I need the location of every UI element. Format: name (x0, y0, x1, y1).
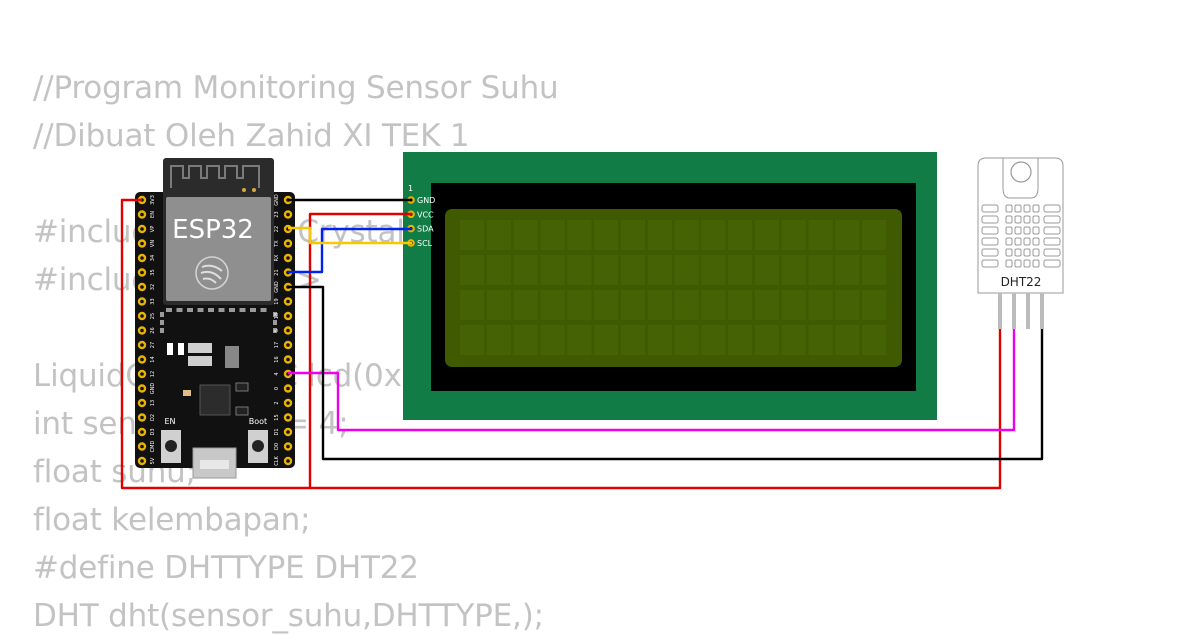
wire-data-dht[interactable] (288, 329, 1016, 432)
esp32-pin-label: D1 (274, 428, 280, 435)
wire-gnd-dht[interactable] (288, 285, 1044, 461)
esp32-pin-label: 35 (150, 269, 156, 275)
esp32-pin-label: 32 (150, 284, 156, 290)
lcd-pin-label: VCC (417, 210, 434, 219)
esp32-pin-label: D3 (150, 428, 156, 435)
esp32-pin-label: 27 (150, 342, 156, 348)
esp32-pin-label: 17 (274, 342, 280, 348)
esp32-pin-label: 3V3 (150, 195, 156, 205)
esp32-pin-label: GND (274, 194, 280, 206)
lcd-pin-label: SDA (417, 225, 434, 234)
boot-label: Boot (249, 417, 267, 426)
esp32-pin-label: VP (150, 226, 156, 232)
esp32-pin-label: TX (274, 240, 280, 248)
mount-hole (1010, 161, 1032, 183)
dht-pin-vcc (998, 293, 1002, 329)
dht-pin-gnd (1040, 293, 1044, 329)
wire-sda[interactable] (288, 227, 412, 274)
lcd-screen (445, 209, 902, 367)
esp32-pin-label: 5 (274, 329, 280, 332)
dht22-label: DHT22 (1001, 275, 1042, 289)
module-castellations (160, 308, 277, 333)
code-line: //Program Monitoring Sensor Suhu (33, 70, 559, 106)
lcd-character-cells (460, 220, 887, 355)
lcd-pin1-marker: 1 (408, 184, 413, 193)
code-line: //Dibuat Oleh Zahid XI TEK 1 (33, 118, 470, 154)
esp32-pin-label: 33 (150, 298, 156, 304)
wire-scl[interactable] (288, 226, 412, 245)
esp32-pin-label: 23 (274, 211, 280, 217)
dht22-grille (981, 204, 1061, 268)
esp32-pin-label: D0 (274, 443, 280, 450)
esp32-pin-label: 22 (274, 226, 280, 232)
dht22-sensor[interactable]: DHT22 (977, 157, 1064, 329)
esp32-pin-label: 2 (274, 401, 280, 404)
espressif-logo-icon (195, 256, 229, 290)
esp32-pin-label: 21 (274, 269, 280, 275)
code-line: DHT dht(sensor_suhu,DHTTYPE,); (33, 598, 544, 634)
esp32-pin-label: 26 (150, 327, 156, 333)
esp32-pin-label: 4 (274, 372, 280, 375)
esp32-pin-label: CMD (150, 441, 156, 453)
en-label: EN (164, 417, 175, 426)
lcd-pin-label: SCL (417, 239, 433, 248)
esp32-pin-label: 14 (150, 356, 156, 362)
esp32-pin-label: VN (150, 240, 156, 247)
esp32-pin-label: 16 (274, 356, 280, 362)
lcd-pin-label: GND (417, 196, 435, 205)
esp32-pin-label: RX (274, 254, 280, 261)
esp32-pin-label: 25 (150, 313, 156, 319)
wire-vcc-lcd-esp[interactable] (120, 198, 412, 490)
wires (120, 198, 1044, 490)
code-line: float kelembapan; (33, 502, 311, 538)
dht-pin-nc (1026, 293, 1030, 329)
usb-chip (199, 384, 231, 416)
esp32-pin-label: 15 (274, 414, 280, 420)
esp32-pin-label: 5V (150, 457, 156, 464)
lcd-module[interactable]: 1 GND VCC SDA SCL (403, 152, 937, 420)
esp32-board[interactable]: ESP32 EN Boot 3V3ENVPVN34353233252627141… (135, 158, 295, 479)
dht22-body (977, 157, 1064, 294)
antenna-trace (170, 165, 260, 188)
esp32-label: ESP32 (172, 215, 254, 245)
esp32-pin-label: 0 (274, 387, 280, 390)
esp32-pin-label: GND (150, 383, 156, 395)
esp32-pin-label: 12 (150, 371, 156, 377)
esp32-pin-label: D2 (150, 414, 156, 421)
esp32-pin-label: 34 (150, 255, 156, 261)
esp32-pin-label: 18 (274, 313, 280, 319)
module-shield (166, 197, 271, 301)
esp32-pin-label: EN (150, 211, 156, 218)
dht-pin-data (1012, 293, 1016, 329)
esp32-pin-label: 19 (274, 298, 280, 304)
esp32-pin-label: CLK (274, 456, 280, 466)
esp32-pin-label: 13 (150, 400, 156, 406)
regulator (225, 346, 239, 368)
esp32-pin-label: GND (274, 281, 280, 293)
wire-vcc-dht[interactable] (310, 329, 1002, 490)
code-line: #define DHTTYPE DHT22 (33, 550, 419, 586)
